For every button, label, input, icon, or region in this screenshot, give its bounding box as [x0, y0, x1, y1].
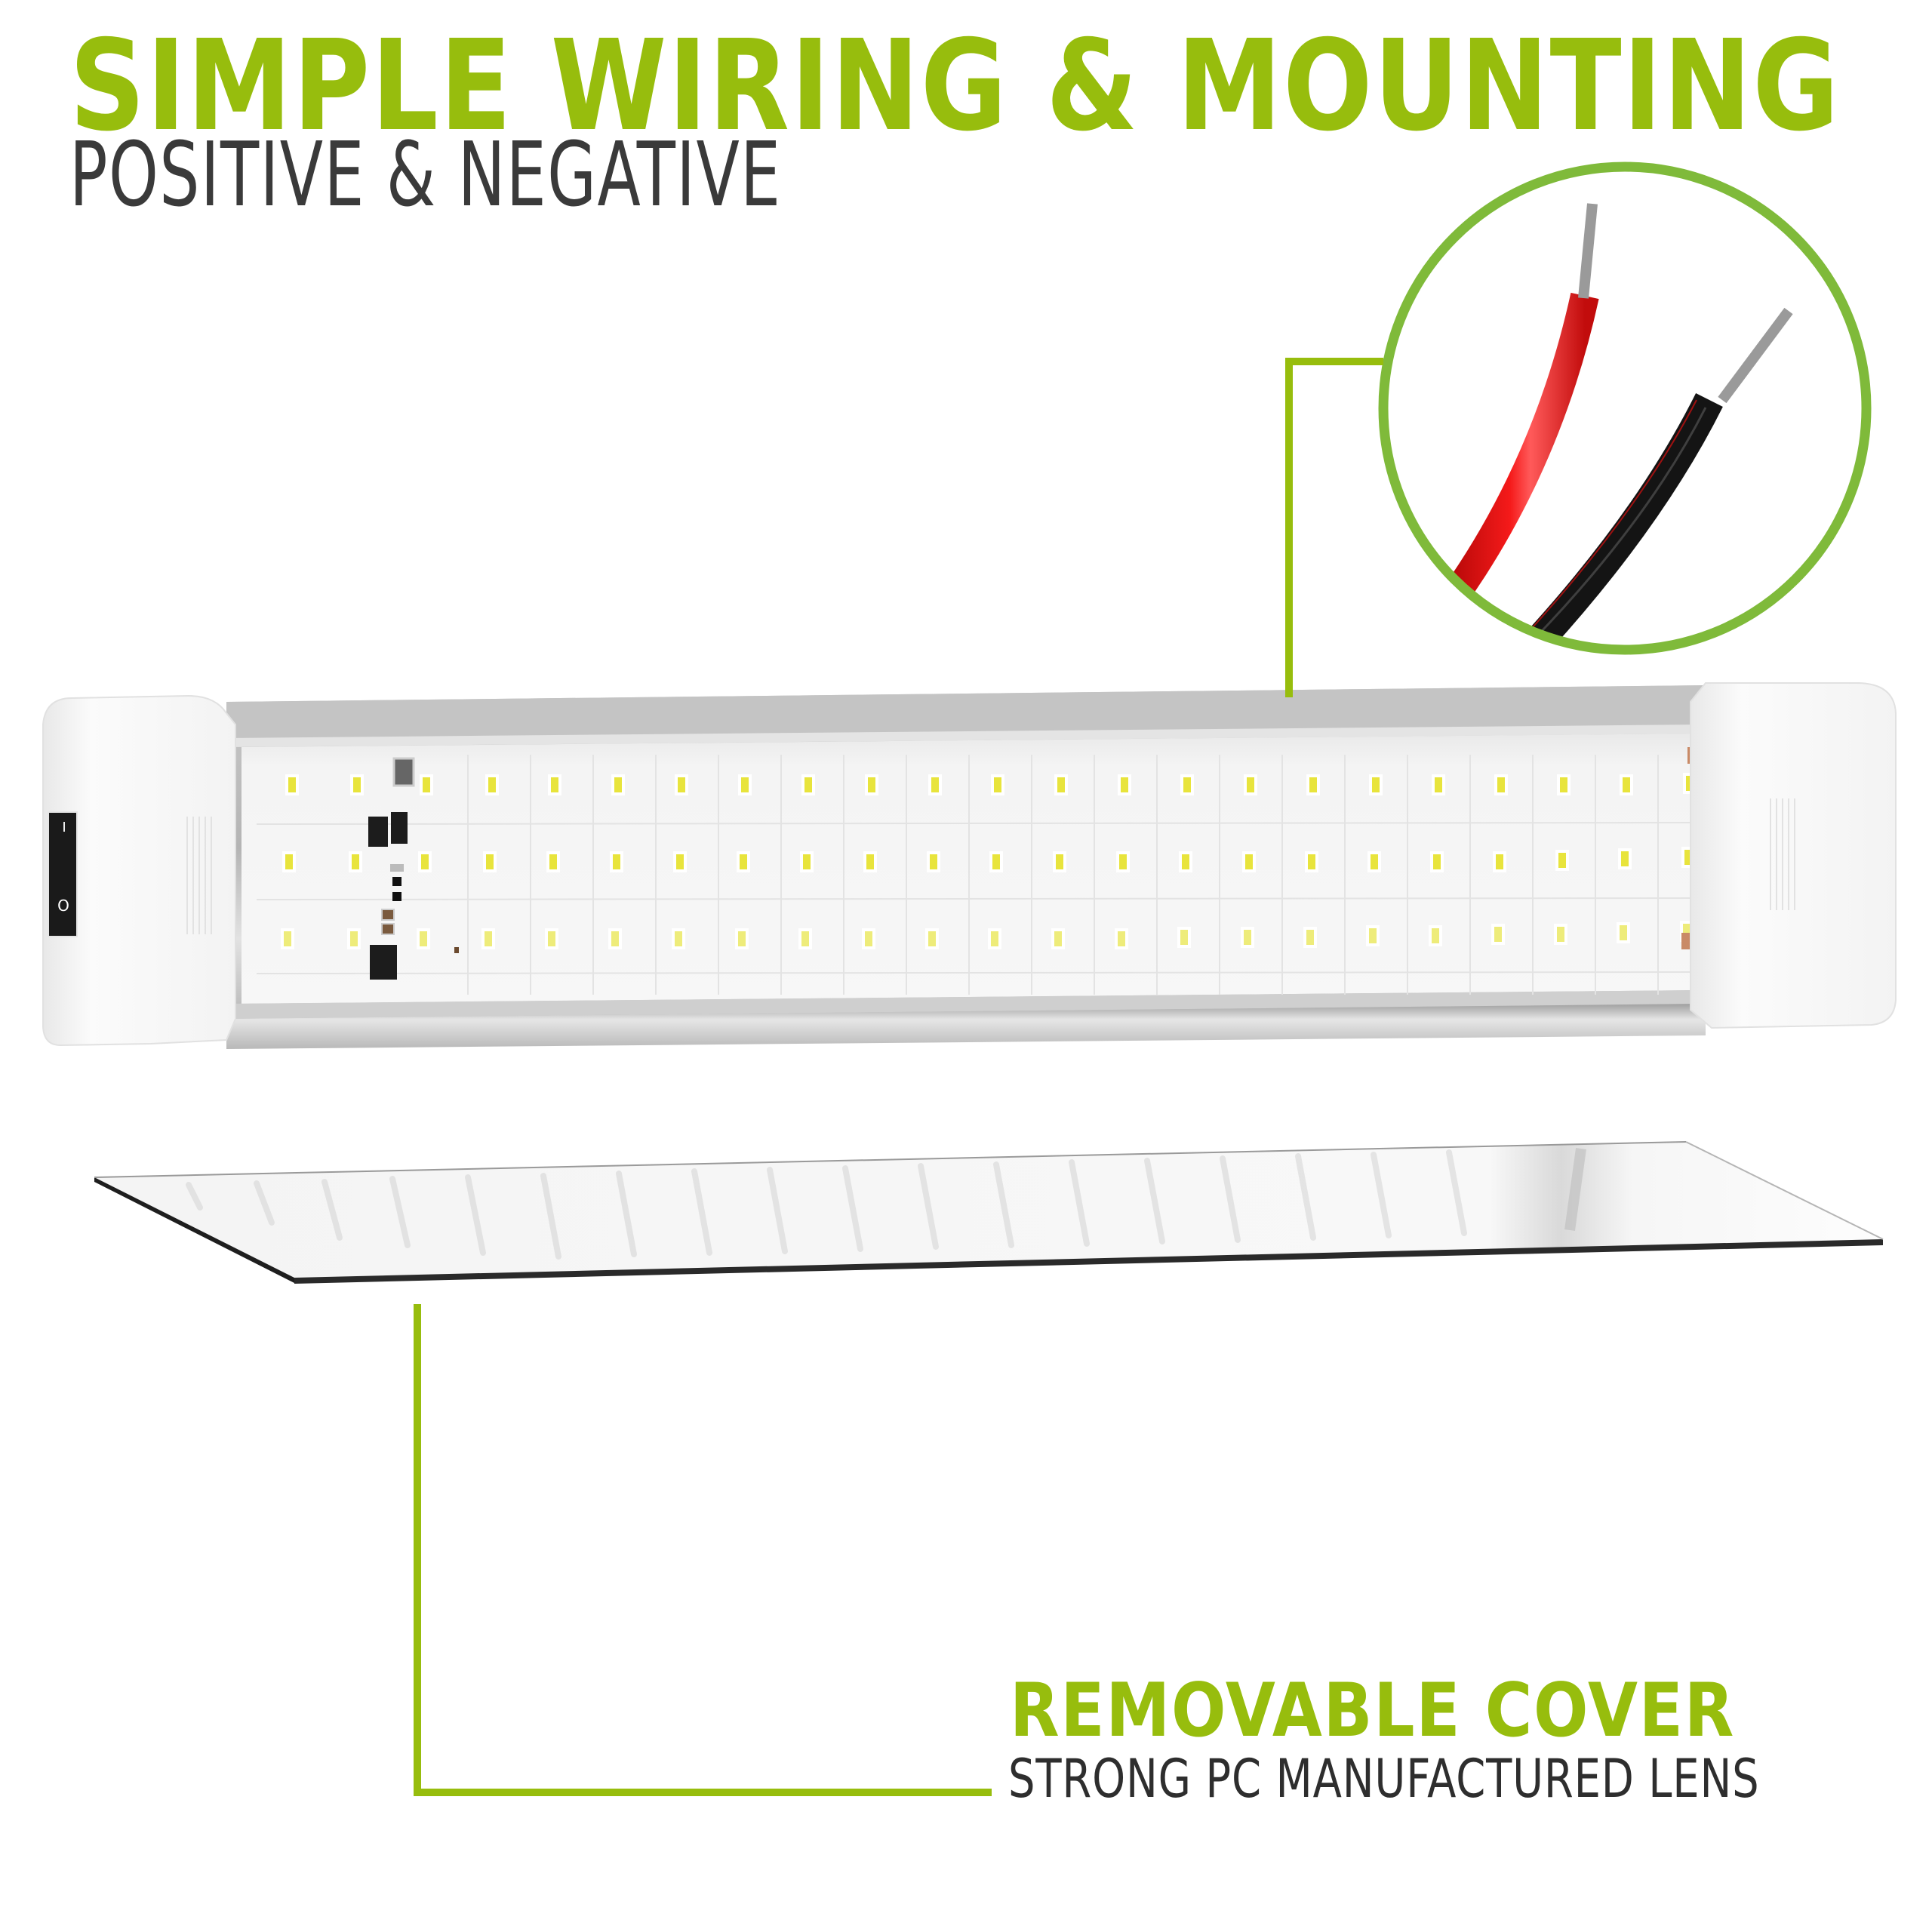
magnifier-ring	[1378, 162, 1872, 655]
wire-callout-vertical	[1285, 358, 1293, 697]
feature-description: STRONG PC MANUFACTURED LENS	[1008, 1748, 1760, 1810]
headline-subtitle: POSITIVE & NEGATIVE	[69, 122, 782, 226]
feature-title: REMOVABLE COVER	[1010, 1668, 1736, 1754]
right-end-cap	[1690, 682, 1897, 1029]
wire-callout-horizontal	[1285, 358, 1383, 365]
left-end-cap	[42, 694, 236, 1047]
lens-cover	[94, 1141, 1884, 1284]
switch-off-mark: O	[57, 897, 69, 915]
wire-magnifier	[1437, 203, 1793, 650]
led-row-2	[282, 847, 1695, 872]
driver-components	[368, 757, 459, 980]
cover-callout-horizontal	[414, 1789, 992, 1796]
headline-title: SIMPLE WIRING & MOUNTING	[69, 14, 1841, 159]
led-row-3	[281, 921, 1694, 949]
switch-on-mark: I	[62, 820, 66, 835]
rocker-switch[interactable]: I O	[48, 811, 78, 937]
cover-callout-vertical	[414, 1304, 421, 1796]
light-bar	[226, 685, 1736, 1049]
